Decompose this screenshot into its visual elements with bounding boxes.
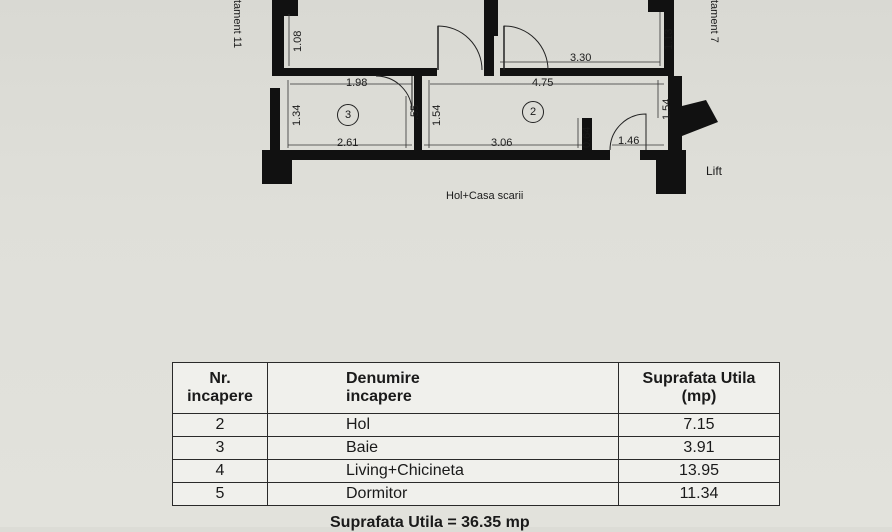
dim-1-34: 1.34: [291, 104, 303, 126]
dim-1-54-left: 1.54: [431, 104, 443, 126]
wall-bath-divider: [414, 76, 422, 152]
door-swing-right: [503, 25, 549, 71]
wall-mid-left: [272, 68, 437, 76]
wall-right-upper: [664, 0, 674, 76]
wall-bottom: [280, 150, 610, 160]
wall-mid-right: [500, 68, 672, 76]
dim-2-61: 2.61: [337, 137, 359, 149]
hall-label: Hol+Casa scarii: [446, 190, 524, 202]
wall-left-upper: [272, 0, 284, 70]
table-row: 5 Dormitor 11.34: [172, 482, 780, 506]
wall-bottom-right: [640, 150, 670, 160]
cell-name: Baie: [267, 436, 619, 460]
dim-3-06: 3.06: [491, 137, 513, 149]
apartment-left-label: tament 11: [231, 0, 243, 49]
dimension-lines: [287, 12, 664, 148]
cell-name: Hol: [267, 413, 619, 437]
header-area: Suprafata Utila(mp): [618, 362, 780, 414]
wall-center-vertical-b: [492, 0, 498, 36]
wall-center-vertical: [484, 0, 494, 76]
apartment-right-label: tament 7: [708, 0, 720, 43]
lift-shaft-wall: [682, 100, 718, 136]
room-number-2: 2: [522, 101, 544, 123]
cell-nr: 4: [172, 459, 268, 483]
dim-1-98: 1.98: [346, 77, 368, 89]
table-row: 3 Baie 3.91: [172, 436, 780, 460]
floor-plan: [262, 0, 718, 194]
lift-label: Lift: [706, 164, 723, 178]
dim-1-46: 1.46: [618, 135, 640, 147]
cell-nr: 3: [172, 436, 268, 460]
door-swing-entry: [609, 113, 647, 151]
dim-3-30: 3.30: [570, 52, 592, 64]
cell-nr: 2: [172, 413, 268, 437]
cell-area: 7.15: [618, 413, 780, 437]
wall-left-lower: [270, 88, 280, 158]
dim-0-64: 0.64: [581, 126, 593, 148]
dim-1-08: 1.08: [292, 30, 304, 52]
table-row: 2 Hol 7.15: [172, 413, 780, 437]
cell-name: Living+Chicineta: [267, 459, 619, 483]
door-swing-left: [437, 25, 483, 71]
dim-1-13: 1.13: [663, 28, 675, 50]
header-nr: Nr.incapere: [172, 362, 268, 414]
door-swing-bath: [375, 75, 413, 113]
dim-0-55: .55: [409, 104, 421, 120]
room-number-3: 3: [337, 104, 359, 126]
wall-stub: [582, 118, 592, 154]
cell-area: 13.95: [618, 459, 780, 483]
total-area-footer: Suprafata Utila = 36.35 mp: [330, 514, 530, 531]
cell-area: 3.91: [618, 436, 780, 460]
cell-nr: 5: [172, 482, 268, 506]
cell-name: Dormitor: [267, 482, 619, 506]
dim-1-54-right: 1.54: [661, 98, 673, 120]
dim-4-75: 4.75: [532, 77, 554, 89]
table-row: 4 Living+Chicineta 13.95: [172, 459, 780, 483]
wall-corner-top-left: [274, 0, 298, 16]
cell-area: 11.34: [618, 482, 780, 506]
